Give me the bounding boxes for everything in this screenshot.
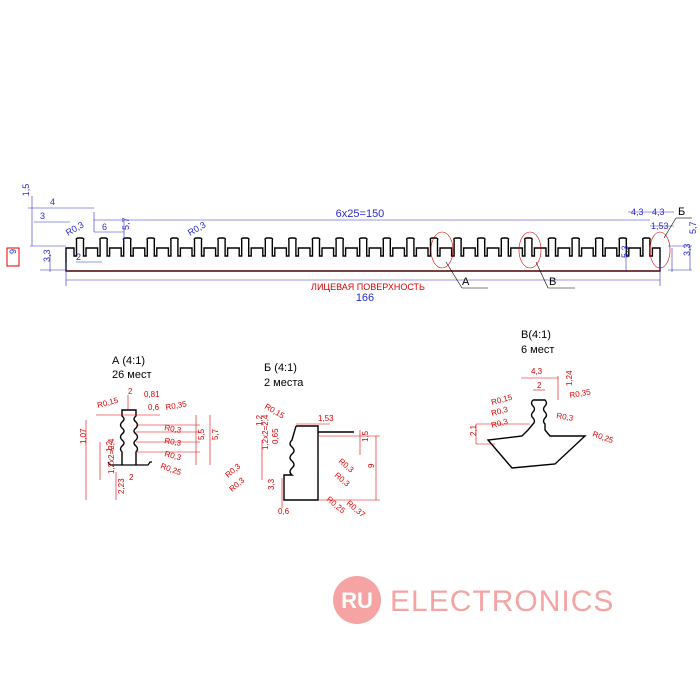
a-06: 0,6 — [148, 403, 160, 412]
v-124: 1,24 — [565, 370, 574, 386]
b-12: 1,2 — [255, 414, 264, 426]
a-r03c: R0,3 — [163, 449, 182, 462]
watermark-logo: RU ELECTRONICS — [333, 576, 614, 624]
detail-a-fin — [119, 409, 139, 465]
profile-outline — [65, 237, 661, 272]
ru-electronics-watermark: RU ELECTRONICS — [332, 575, 642, 625]
dim-6: 6 — [102, 222, 107, 232]
watermark-text: ELECTRONICS — [390, 585, 614, 618]
dim-9-frame — [6, 247, 20, 267]
dim-3-3-right: 3,3 — [682, 243, 692, 256]
dim-5-3: 5,3 — [620, 245, 630, 258]
face-surface-label: ЛИЦЕВАЯ ПОВЕРХНОСТЬ — [311, 282, 425, 292]
v-r025: R0,25 — [591, 429, 615, 445]
detail-a-base — [107, 461, 152, 466]
dim-1-53: 1,53 — [651, 221, 669, 231]
a-r025: R0,25 — [159, 461, 183, 477]
a-r03b: R0,3 — [164, 436, 183, 448]
detail-a-title: А (4:1) — [112, 355, 145, 367]
dim-3-3-left: 3,3 — [42, 249, 52, 262]
a-57: 5,7 — [211, 428, 220, 440]
b-06: 0,6 — [278, 507, 290, 516]
detail-v-title: В(4:1) — [521, 329, 551, 341]
detail-v-subtitle: 6 мест — [521, 344, 554, 356]
detail-a: А (4:1) 26 мест 2 0,81 0,6 R0,15 R0,35 R… — [79, 355, 220, 500]
b-065: 0,65 — [271, 428, 280, 444]
detail-b: Б (4:1) 2 места R0,15 1,53 1,2 0,65 1,2x… — [224, 362, 380, 520]
a-107: 1,07 — [79, 428, 88, 444]
a-223: 2,23 — [117, 478, 126, 494]
detail-v-fin — [486, 399, 587, 469]
v-r015: R0,15 — [490, 393, 513, 407]
a-12: 1,2 — [105, 440, 114, 452]
a-081: 0,81 — [144, 390, 160, 399]
b-33: 3,3 — [267, 478, 276, 490]
b-15: 1,5 — [361, 430, 370, 442]
v-r03a: R0,3 — [490, 405, 509, 418]
b-9: 9 — [367, 463, 376, 468]
detail-b-title: Б (4:1) — [264, 362, 297, 374]
dim-4-3-a: 4,3 — [631, 207, 644, 217]
dim-5-7-right: 5,7 — [688, 221, 698, 234]
heatsink-profile — [65, 237, 661, 272]
profile-callouts — [430, 217, 692, 289]
b-12x2: 1,2x2=2,4 — [261, 414, 270, 450]
dim-5-7-left: 5,7 — [121, 217, 131, 230]
detail-b-fin — [283, 425, 354, 501]
v-r035: R0,35 — [569, 387, 592, 400]
detail-b-subtitle: 2 места — [264, 377, 304, 389]
callout-v: В — [549, 276, 556, 288]
dim-2: 2 — [76, 252, 81, 262]
b-153: 1,53 — [318, 414, 334, 423]
v-r03c: R0,3 — [556, 411, 575, 423]
a-r015: R0,15 — [96, 396, 119, 410]
dim-overall-width: 166 — [356, 292, 374, 304]
callout-a: А — [462, 276, 470, 288]
v-21: 2,1 — [469, 424, 478, 436]
a-r03a: R0,3 — [164, 423, 183, 435]
detail-a-subtitle: 26 мест — [112, 369, 152, 381]
dim-r03-mid: R0,3 — [186, 220, 207, 238]
v-r03b: R0,3 — [490, 417, 509, 430]
a-bot2: 2 — [129, 473, 134, 482]
dim-4: 4 — [50, 197, 55, 207]
dim-3: 3 — [40, 211, 45, 221]
a-top2: 2 — [128, 387, 133, 396]
callout-b: Б — [678, 206, 685, 218]
dim-4-3-b: 4,3 — [652, 207, 665, 217]
dim-pitch: 6x25=150 — [336, 208, 385, 220]
dim-9: 9 — [8, 249, 18, 254]
b-r025: R0,25 — [325, 495, 348, 516]
a-r035: R0,35 — [165, 399, 188, 412]
v-43: 4,3 — [531, 367, 543, 376]
a-12x2: 1,2x2=2,4 — [107, 438, 116, 474]
v-2: 2 — [537, 381, 542, 390]
watermark-circle — [333, 576, 381, 624]
b-r037: R0,37 — [345, 499, 368, 520]
dim-1-5: 1,5 — [21, 184, 31, 197]
detail-v: В(4:1) 6 мест 4,3 2 1,24 R0,15 R0,35 R0,… — [469, 329, 615, 469]
watermark-prefix: RU — [341, 588, 373, 613]
a-55: 5,5 — [197, 428, 206, 440]
profile-dimension-lines — [28, 196, 692, 286]
